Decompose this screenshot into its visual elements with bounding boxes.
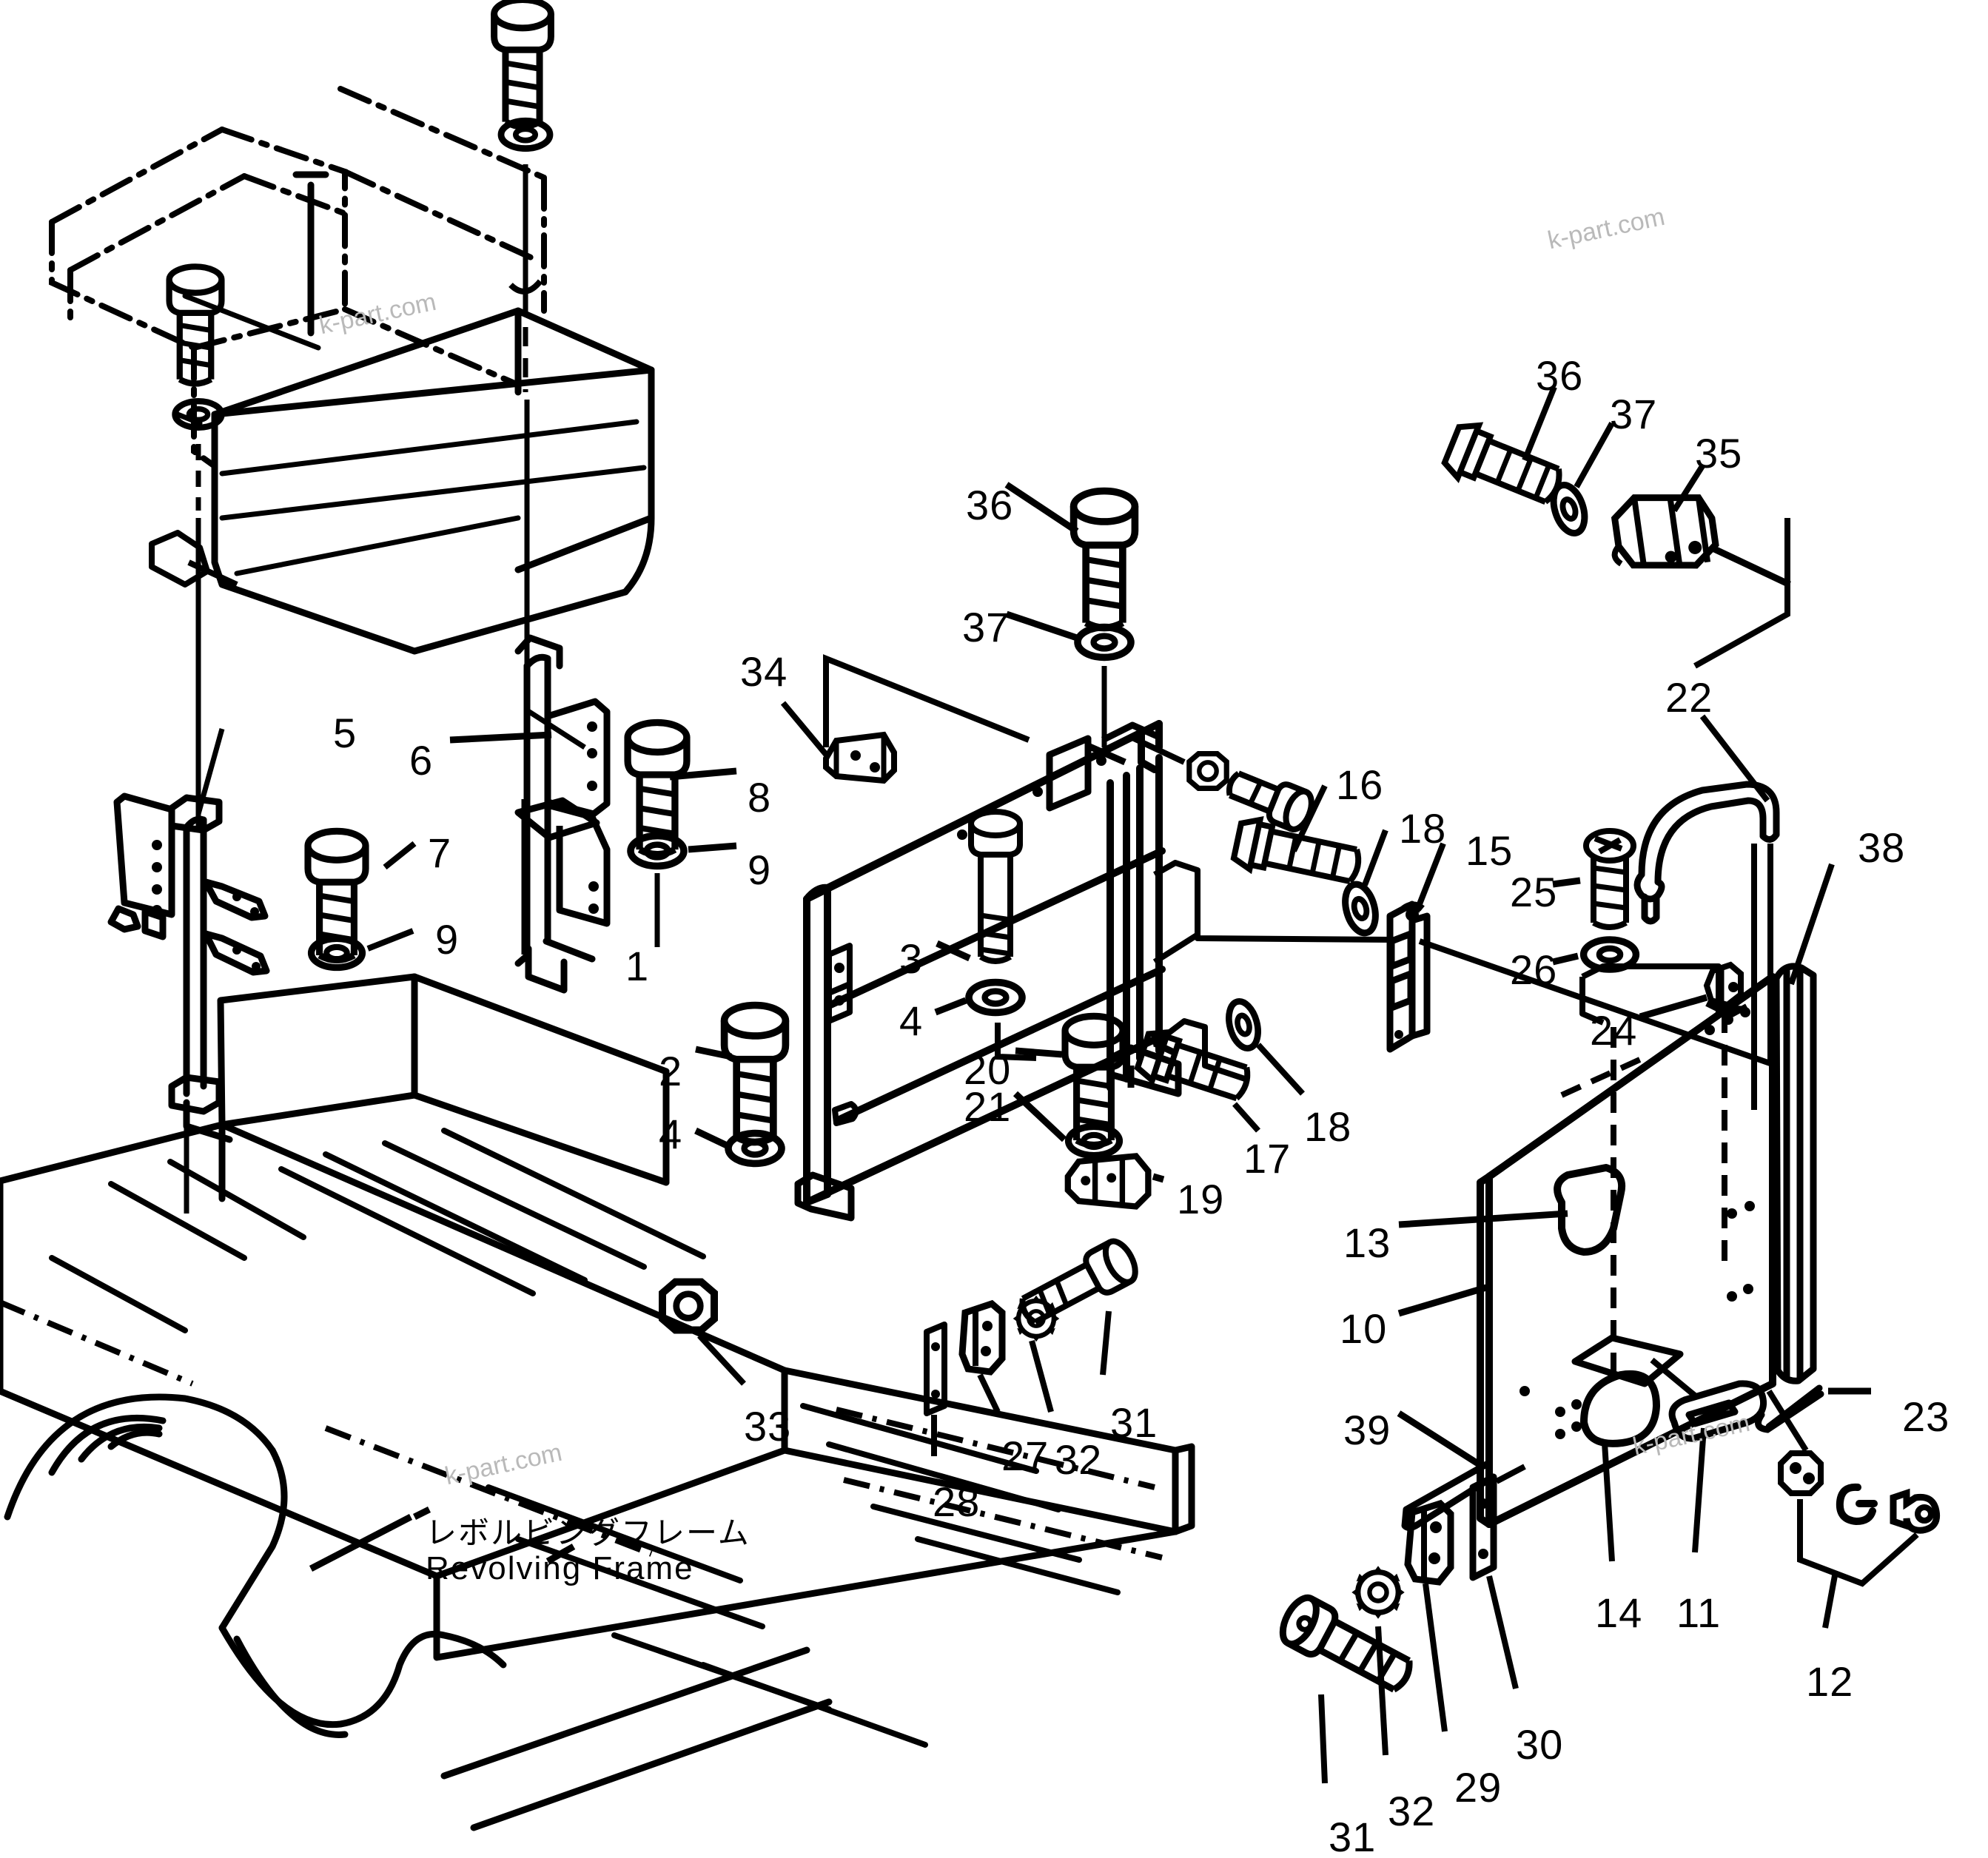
callout-39: 39 xyxy=(1343,1407,1391,1453)
callout-12: 12 xyxy=(1806,1658,1854,1705)
callout-9-upper: 9 xyxy=(748,846,772,893)
revolving-frame-caption: レボルビングフレーム Revolving Frame xyxy=(426,1515,750,1586)
callout-22: 22 xyxy=(1665,674,1713,721)
callout-36-center: 36 xyxy=(966,482,1014,528)
callout-38: 38 xyxy=(1858,824,1906,871)
callout-32-bottom: 32 xyxy=(1388,1788,1436,1834)
callout-15: 15 xyxy=(1465,827,1514,874)
callout-2: 2 xyxy=(659,1048,683,1094)
callout-28: 28 xyxy=(933,1478,981,1525)
callout-36-right: 36 xyxy=(1536,352,1584,399)
callout-26: 26 xyxy=(1510,946,1558,993)
callout-20: 20 xyxy=(964,1046,1012,1093)
callout-35: 35 xyxy=(1695,430,1743,477)
callout-25: 25 xyxy=(1510,869,1558,915)
callout-19: 19 xyxy=(1177,1176,1225,1222)
callout-24: 24 xyxy=(1590,1007,1638,1054)
callout-16: 16 xyxy=(1336,761,1384,808)
callout-10: 10 xyxy=(1340,1305,1388,1352)
callout-31-mid: 31 xyxy=(1110,1399,1158,1446)
callout-13: 13 xyxy=(1343,1219,1391,1266)
callout-21: 21 xyxy=(964,1083,1012,1130)
callout-30: 30 xyxy=(1516,1721,1564,1768)
callout-4-lower: 4 xyxy=(659,1111,683,1157)
callout-27: 27 xyxy=(1001,1433,1050,1479)
callout-6: 6 xyxy=(409,737,434,784)
callout-5: 5 xyxy=(333,710,357,756)
callout-34: 34 xyxy=(740,648,788,695)
callout-11: 11 xyxy=(1676,1589,1722,1636)
callout-8: 8 xyxy=(748,774,772,821)
callout-14: 14 xyxy=(1595,1589,1643,1636)
callout-29: 29 xyxy=(1454,1764,1502,1811)
callout-1: 1 xyxy=(625,943,650,989)
callout-18-upper: 18 xyxy=(1399,805,1447,852)
callout-33: 33 xyxy=(744,1403,792,1450)
callout-7: 7 xyxy=(428,829,452,876)
callout-4-upper: 4 xyxy=(899,997,924,1044)
callout-3: 3 xyxy=(899,935,924,982)
callout-37-center: 37 xyxy=(962,604,1010,650)
callout-32-mid: 32 xyxy=(1055,1436,1103,1483)
callout-9-lower: 9 xyxy=(435,916,460,963)
caption-japanese: レボルビングフレーム xyxy=(426,1515,750,1551)
callout-18-lower: 18 xyxy=(1304,1103,1352,1150)
callout-23: 23 xyxy=(1902,1393,1950,1440)
callout-37-right: 37 xyxy=(1610,391,1658,437)
callout-31-bottom: 31 xyxy=(1329,1814,1377,1858)
callout-17: 17 xyxy=(1243,1135,1292,1182)
caption-english: Revolving Frame xyxy=(426,1550,694,1587)
